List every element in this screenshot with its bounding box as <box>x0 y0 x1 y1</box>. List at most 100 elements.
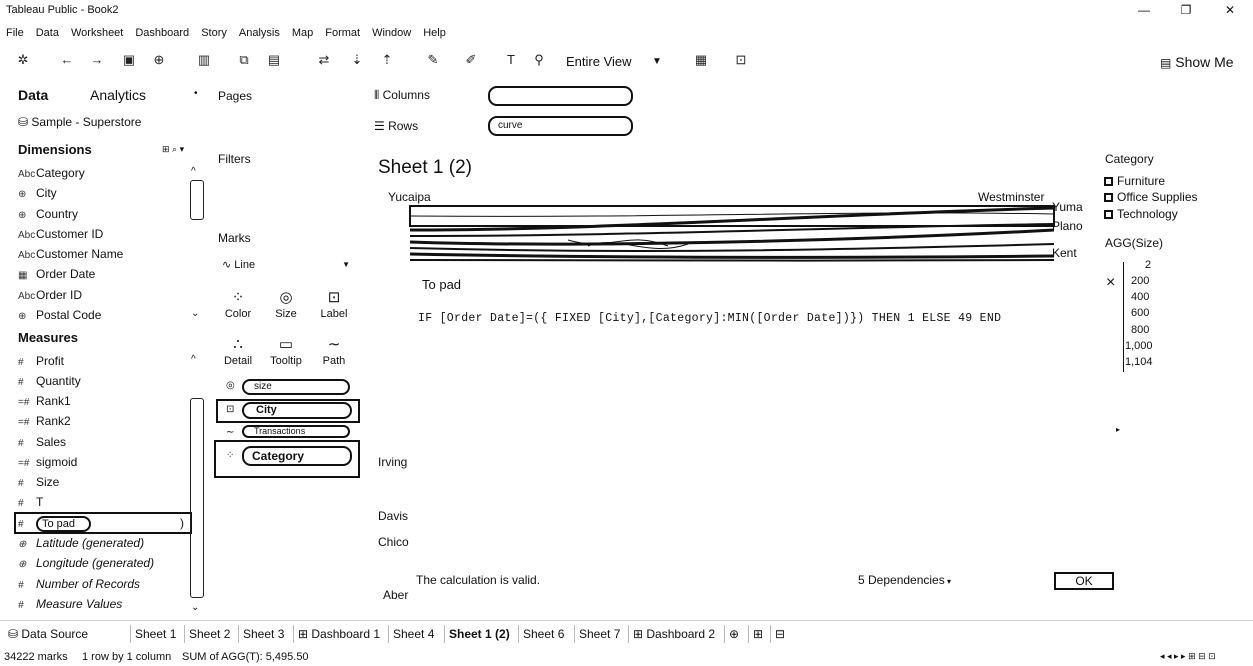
navigation-icons[interactable]: ◂ ◂ ▸ ▸ ⊞ ⊟ ⊡ <box>1160 651 1216 661</box>
tab-sheet-1-2[interactable]: Sheet 1 (2) <box>444 625 514 643</box>
maximize-button[interactable]: ❐ <box>1180 3 1192 17</box>
pane-menu-icon[interactable]: • <box>194 88 198 99</box>
detail-button[interactable]: ∴Detail <box>220 335 256 367</box>
category-pill[interactable]: Category <box>242 446 352 466</box>
ok-button[interactable]: OK <box>1054 572 1114 590</box>
formula-editor[interactable]: IF [Order Date]=({ FIXED [City],[Categor… <box>418 312 1002 325</box>
menu-worksheet[interactable]: Worksheet <box>70 27 124 39</box>
tab-data-source[interactable]: ⛁ Data Source <box>4 625 92 643</box>
legend-office-supplies[interactable]: Office Supplies <box>1104 190 1198 204</box>
field-number-of-records[interactable]: #Number of Records <box>18 575 140 593</box>
calc-name-field[interactable]: To pad <box>422 277 462 292</box>
menu-window[interactable]: Window <box>372 27 412 39</box>
menu-analysis[interactable]: Analysis <box>238 27 280 39</box>
new-datasource-icon[interactable]: ⊕ <box>153 52 165 67</box>
field-customer-id[interactable]: AbcCustomer ID <box>18 225 103 243</box>
size-pill[interactable]: size <box>242 379 350 395</box>
new-story-tab-icon[interactable]: ⊟ <box>770 625 789 643</box>
field-sales[interactable]: #Sales <box>18 433 66 451</box>
menu-dashboard[interactable]: Dashboard <box>135 27 190 39</box>
data-tab[interactable]: Data <box>18 87 49 103</box>
tab-sheet-3[interactable]: Sheet 3 <box>238 625 288 643</box>
new-worksheet-icon[interactable]: ▥ <box>197 52 211 67</box>
labels-icon[interactable]: T <box>507 52 515 67</box>
tab-sheet-1[interactable]: Sheet 1 <box>130 625 180 643</box>
new-worksheet-tab-icon[interactable]: ⊕ <box>724 625 743 643</box>
menu-help[interactable]: Help <box>423 27 446 39</box>
datasource-item[interactable]: ⛁ Sample - Superstore <box>18 115 141 129</box>
sort-descending-icon[interactable]: ⇡ <box>381 52 393 67</box>
field-latitude[interactable]: ⊕Latitude (generated) <box>18 534 144 552</box>
field-quantity[interactable]: #Quantity <box>18 372 81 390</box>
scroll-up-icon[interactable]: ^ <box>191 354 196 365</box>
path-button[interactable]: ∼Path <box>316 335 352 367</box>
pin-icon[interactable]: ⚲ <box>534 52 544 67</box>
dependencies-dropdown[interactable]: 5 Dependencies ▾ <box>858 573 951 587</box>
presentation-icon[interactable]: ⊡ <box>735 52 747 67</box>
menu-data[interactable]: Data <box>35 27 59 39</box>
field-measure-values[interactable]: #Measure Values <box>18 595 122 613</box>
field-longitude[interactable]: ⊕Longitude (generated) <box>18 554 154 572</box>
scroll-up-icon[interactable]: ^ <box>191 166 196 177</box>
field-postal-code[interactable]: ⊕Postal Code <box>18 306 101 324</box>
tableau-logo-icon[interactable]: ✲ <box>17 52 29 67</box>
field-sigmoid[interactable]: =#sigmoid <box>18 453 77 471</box>
curve-pill[interactable]: curve <box>488 116 633 136</box>
scroll-down-icon[interactable]: ⌄ <box>191 308 200 319</box>
highlight-icon[interactable]: ✎ <box>427 52 439 67</box>
duplicate-icon[interactable]: ⧉ <box>239 52 249 67</box>
field-order-id[interactable]: AbcOrder ID <box>18 286 82 304</box>
group-icon[interactable]: ✐ <box>465 52 477 67</box>
size-button[interactable]: ◎Size <box>268 288 304 320</box>
field-profit[interactable]: #Profit <box>18 352 64 370</box>
legend-technology[interactable]: Technology <box>1104 207 1178 221</box>
city-pill[interactable]: City <box>242 402 352 419</box>
tab-dashboard-1[interactable]: ⊞ Dashboard 1 <box>293 625 384 643</box>
scroll-down-icon[interactable]: ⌄ <box>191 602 200 613</box>
field-rank2[interactable]: =#Rank2 <box>18 412 71 430</box>
tooltip-button[interactable]: ▭Tooltip <box>268 335 304 367</box>
tab-sheet-4[interactable]: Sheet 4 <box>388 625 438 643</box>
legend-furniture[interactable]: Furniture <box>1104 174 1165 188</box>
swap-icon[interactable]: ⇄ <box>318 52 330 67</box>
dimensions-search-icon[interactable]: ⊞ ⌕ ▾ <box>162 144 185 154</box>
color-button[interactable]: ⁘Color <box>220 288 256 320</box>
menu-format[interactable]: Format <box>325 27 361 39</box>
cards-icon[interactable]: ▦ <box>694 52 708 67</box>
field-to-pad[interactable]: #To pad) <box>14 512 192 534</box>
analytics-tab[interactable]: Analytics <box>90 87 147 103</box>
close-window-button[interactable]: ✕ <box>1224 3 1236 17</box>
field-category[interactable]: AbcCategory <box>18 164 85 182</box>
field-t[interactable]: #T <box>18 493 43 511</box>
fit-dropdown[interactable]: Entire View ▼ <box>566 52 666 72</box>
label-button[interactable]: ⊡Label <box>316 288 352 320</box>
columns-drop-zone[interactable] <box>488 86 633 106</box>
save-icon[interactable]: ▣ <box>122 52 136 67</box>
dimensions-scrollbar[interactable] <box>190 180 204 220</box>
new-dashboard-tab-icon[interactable]: ⊞ <box>748 625 767 643</box>
close-icon[interactable]: × <box>1106 274 1116 291</box>
transactions-pill[interactable]: Transactions <box>242 425 350 438</box>
clear-sheet-icon[interactable]: ▤ <box>267 52 281 67</box>
undo-icon[interactable]: ← <box>60 52 74 67</box>
redo-icon[interactable]: → <box>90 52 104 67</box>
menu-story[interactable]: Story <box>201 27 227 39</box>
measures-scrollbar[interactable] <box>190 398 204 598</box>
field-country[interactable]: ⊕Country <box>18 205 78 223</box>
menu-file[interactable]: File <box>6 27 24 39</box>
tab-sheet-7[interactable]: Sheet 7 <box>574 625 624 643</box>
tab-sheet-2[interactable]: Sheet 2 <box>184 625 234 643</box>
tab-dashboard-2[interactable]: ⊞ Dashboard 2 <box>628 625 719 643</box>
menu-map[interactable]: Map <box>291 27 314 39</box>
field-size[interactable]: #Size <box>18 473 59 491</box>
expand-arrow-icon[interactable]: ▸ <box>1116 425 1121 434</box>
minimize-button[interactable]: — <box>1138 3 1150 17</box>
sort-ascending-icon[interactable]: ⇣ <box>351 52 363 67</box>
field-city[interactable]: ⊕City <box>18 184 57 202</box>
mark-type-dropdown[interactable]: ∿ Line ▼ <box>222 258 352 276</box>
field-order-date[interactable]: ▦Order Date <box>18 265 95 283</box>
show-me-button[interactable]: ▤ Show Me <box>1160 52 1234 73</box>
tab-sheet-6[interactable]: Sheet 6 <box>518 625 568 643</box>
field-customer-name[interactable]: AbcCustomer Name <box>18 245 123 263</box>
field-rank1[interactable]: =#Rank1 <box>18 392 71 410</box>
